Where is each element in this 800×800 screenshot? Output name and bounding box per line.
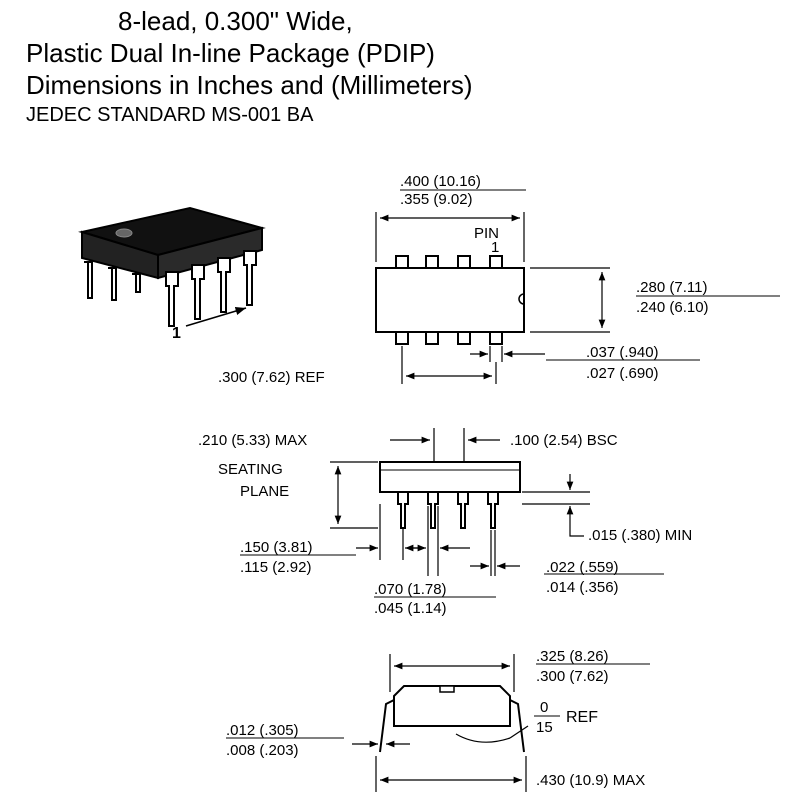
side-view-body: [379, 461, 521, 493]
side-lead: [487, 491, 499, 529]
side-standoff-min: .015 (.380) MIN: [588, 527, 692, 544]
top-view-body: [375, 267, 525, 333]
end-view-lead-left: [379, 699, 395, 753]
top-view: [375, 255, 525, 345]
end-view-body: [393, 685, 511, 727]
bottom-pad: [425, 331, 439, 345]
side-lead: [457, 491, 469, 529]
top-pitch-ref: .300 (7.62) REF: [218, 369, 325, 386]
top-body-min: .240 (6.10): [636, 299, 709, 316]
pin1-label: PIN: [474, 225, 499, 242]
iso-lead: [191, 264, 205, 320]
top-pad: [457, 255, 471, 269]
top-view-notch: [518, 293, 525, 305]
bottom-pad: [395, 331, 409, 345]
iso-lead: [108, 267, 117, 301]
side-pitch-bsc: .100 (2.54) BSC: [510, 432, 618, 449]
title-line-1: 8-lead, 0.300" Wide,: [118, 6, 353, 36]
bottom-pad: [457, 331, 471, 345]
iso-pin1-label: 1: [172, 325, 181, 342]
standoff-leader: [569, 524, 584, 537]
title-block: 8-lead, 0.300" Wide, Plastic Dual In-lin…: [0, 0, 800, 140]
seating-label-2: PLANE: [240, 483, 289, 500]
side-lead: [397, 491, 409, 529]
end-thick-min: .008 (.203): [226, 742, 299, 759]
angle-leader: [509, 725, 529, 739]
top-width-max: .400 (10.16): [400, 173, 481, 190]
end-view-dimensions: [352, 654, 529, 792]
iso-pin1-dimple: [115, 228, 133, 238]
iso-lead: [243, 250, 257, 306]
side-leadlen-max: .150 (3.81): [240, 539, 313, 556]
top-pad: [425, 255, 439, 269]
side-leadw-min: .014 (.356): [546, 579, 619, 596]
end-angle-ref: REF: [566, 709, 598, 726]
iso-front-leads: [165, 250, 257, 327]
side-height-max: .210 (5.33) MAX: [198, 432, 307, 449]
iso-rear-leads: [84, 261, 141, 301]
end-overall-max: .430 (10.9) MAX: [536, 772, 645, 789]
iso-pin1-arrow: [185, 306, 247, 327]
title-line-2: Plastic Dual In-line Package (PDIP): [26, 38, 435, 68]
side-shoulder-max: .070 (1.78): [374, 581, 447, 598]
side-leadlen-min: .115 (2.92): [240, 559, 311, 576]
iso-lead: [132, 273, 141, 293]
side-shoulder-min: .045 (1.14): [374, 600, 447, 617]
seating-label-1: SEATING: [218, 461, 283, 478]
title-line-4: JEDEC STANDARD MS-001 BA: [26, 104, 314, 126]
isometric-package-view: [78, 206, 266, 327]
iso-lead: [84, 261, 93, 299]
end-view-ejector-mark: [439, 685, 455, 693]
top-body-max: .280 (7.11): [636, 279, 707, 296]
top-pad: [489, 255, 503, 269]
end-view-lead-right: [509, 699, 525, 753]
end-thick-max: .012 (.305): [226, 722, 299, 739]
top-pad: [395, 255, 409, 269]
top-pad-min: .027 (.690): [586, 365, 659, 382]
iso-lead: [217, 257, 231, 313]
top-pad-max: .037 (.940): [586, 344, 659, 361]
iso-body-side: [157, 226, 263, 280]
end-row-min: .300 (7.62): [536, 668, 609, 685]
bottom-pad: [489, 331, 503, 345]
end-view: [379, 685, 525, 753]
end-row-max: .325 (8.26): [536, 648, 609, 665]
top-width-min: .355 (9.02): [400, 191, 473, 208]
end-angle-min: 0: [540, 699, 548, 716]
top-view-dimensions: [375, 212, 610, 384]
side-view: [379, 461, 521, 529]
side-lead: [427, 491, 439, 529]
angle-arc: [455, 733, 511, 743]
side-leadw-max: .022 (.559): [546, 559, 619, 576]
pin1-number: 1: [491, 239, 499, 256]
side-view-dimensions: [330, 428, 590, 576]
end-angle-max: 15: [536, 719, 553, 736]
iso-lead: [165, 271, 179, 327]
title-line-3: Dimensions in Inches and (Millimeters): [26, 70, 473, 100]
